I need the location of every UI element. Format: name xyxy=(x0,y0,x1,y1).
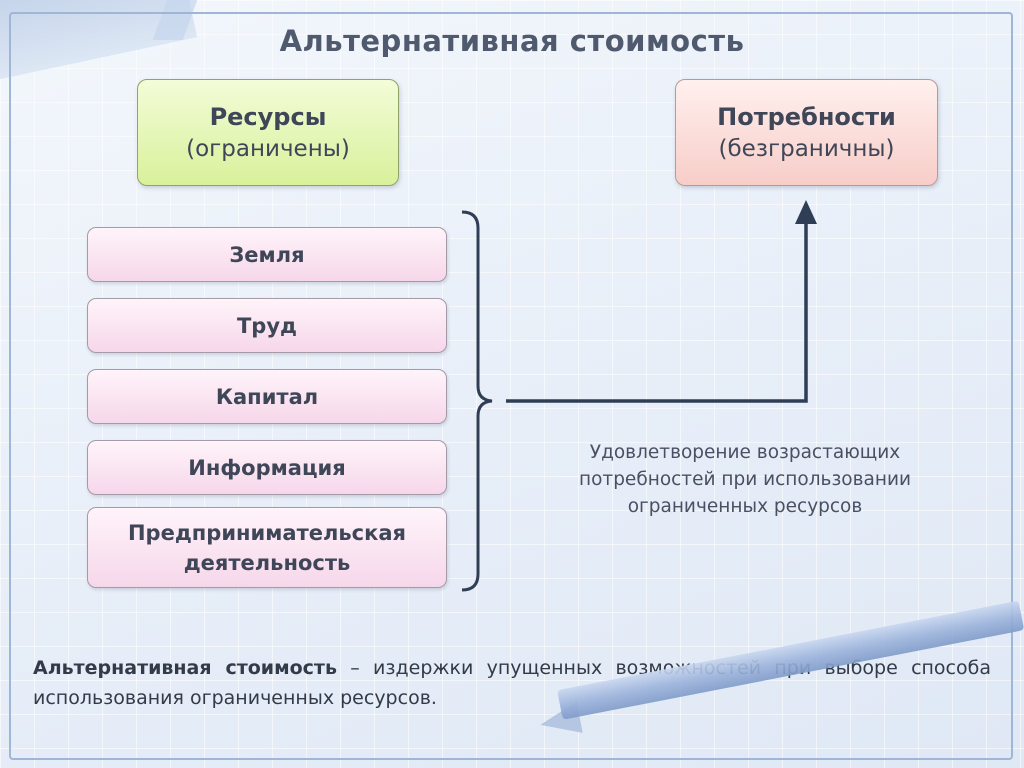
definition-term: Альтернативная стоимость xyxy=(33,657,337,679)
slide-title: Альтернативная стоимость xyxy=(279,24,745,58)
resource-item-land: Земля xyxy=(87,227,447,282)
connector-arrowhead xyxy=(795,200,817,224)
slide-frame xyxy=(9,12,1013,760)
resources-box: Ресурсы (ограничены) xyxy=(137,79,399,186)
needs-subtitle: (безграничны) xyxy=(718,135,895,162)
explanation-text: Удовлетворение возрастающих потребностей… xyxy=(579,442,911,517)
resource-item-information: Информация xyxy=(87,440,447,495)
connector-arrow-line xyxy=(506,222,808,403)
needs-box: Потребности (безграничны) xyxy=(675,79,938,186)
resources-bracket xyxy=(461,210,493,592)
resource-item-entrepreneurship: Предпринимательская деятельность xyxy=(87,507,447,588)
resources-subtitle: (ограничены) xyxy=(186,135,350,162)
resources-title: Ресурсы xyxy=(209,102,327,131)
needs-title: Потребности xyxy=(717,102,896,131)
resource-item-labor: Труд xyxy=(87,298,447,353)
resource-item-capital: Капитал xyxy=(87,369,447,424)
